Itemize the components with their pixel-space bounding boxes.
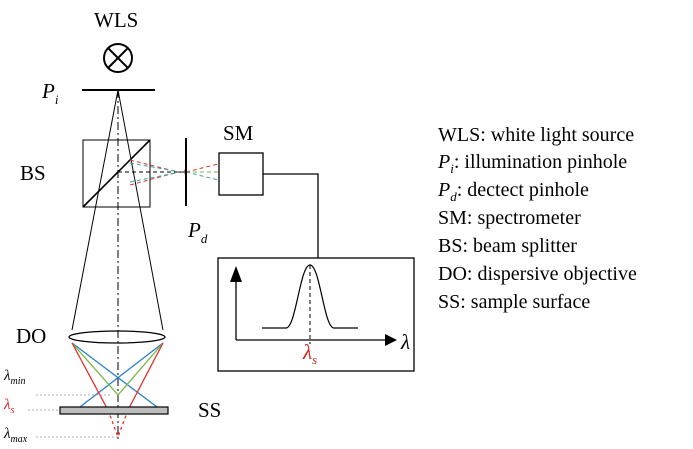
lambda-axis-label: λ (400, 330, 410, 354)
dispersed-rays (71, 342, 164, 438)
spectrometer-cable (263, 173, 319, 258)
legend-item-bs: BS: beam splitter (438, 235, 577, 257)
wls-label: WLS (94, 8, 138, 32)
ss-label: SS (198, 398, 221, 422)
legend: WLS: white light source Pi: illumination… (437, 124, 637, 313)
sample-surface (59, 406, 169, 415)
lambda-s-label: λs (3, 397, 15, 416)
legend-item-pd: Pd: dectect pinhole (437, 179, 589, 204)
return-beams (118, 159, 219, 186)
spectrometer-box (218, 152, 264, 196)
pd-label: Pd (187, 218, 208, 246)
legend-item-pi: Pi: illumination pinhole (437, 151, 627, 176)
lambda-s-peak-label: λs (302, 340, 317, 367)
lambda-min-label: λmin (3, 368, 26, 387)
lambda-level-guides (28, 394, 118, 438)
beam-splitter (82, 139, 151, 208)
illumination-cone (71, 89, 164, 331)
do-label: DO (16, 324, 46, 348)
spectrum-axes (230, 266, 397, 346)
spectrum-display (217, 257, 415, 372)
legend-item-wls: WLS: white light source (438, 124, 634, 146)
dispersive-objective-lens (68, 330, 166, 344)
lambda-max-label: λmax (3, 426, 28, 445)
legend-item-do: DO: dispersive objective (438, 263, 637, 285)
sm-label: SM (223, 121, 254, 145)
white-light-source (103, 43, 133, 73)
legend-item-ss: SS: sample surface (438, 291, 590, 313)
pi-label: Pi (41, 79, 59, 107)
bs-label: BS (20, 161, 46, 185)
legend-item-sm: SM: spectrometer (438, 207, 581, 229)
